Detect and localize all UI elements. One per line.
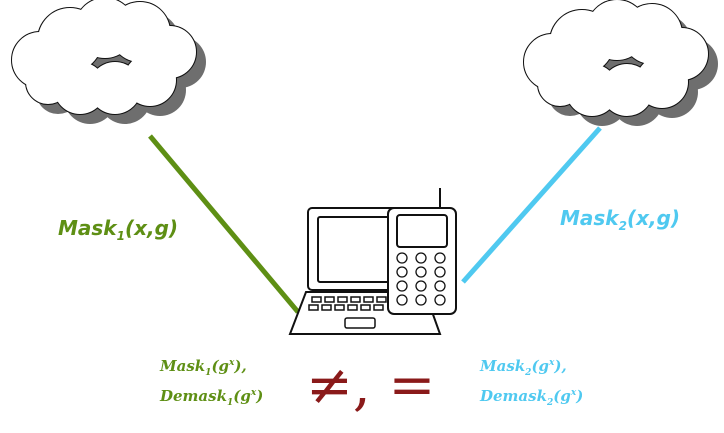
laptop-icon — [288, 207, 442, 335]
left-mask-line: Mask1(gx), — [160, 357, 247, 378]
right-cloud — [523, 0, 718, 126]
left-mask-demask-text: Mask1(gx), Demask1(gx) — [160, 353, 263, 413]
right-demask-line: Demask2(gx) — [480, 387, 584, 408]
phone-icon — [387, 188, 457, 315]
left-connection-line — [148, 134, 300, 314]
right-connection-line — [461, 126, 602, 284]
not-equal-equal-symbols: ≠, = — [306, 353, 436, 418]
right-mask-demask-text: Mask2(gx), Demask2(gx) — [480, 353, 583, 413]
left-cloud — [11, 0, 206, 124]
right-mask-label: Mask2(x,g) — [560, 206, 681, 233]
left-mask-label: Mask1(x,g) — [58, 216, 179, 243]
right-mask-line: Mask2(gx), — [480, 357, 567, 378]
left-demask-line: Demask1(gx) — [160, 387, 264, 408]
